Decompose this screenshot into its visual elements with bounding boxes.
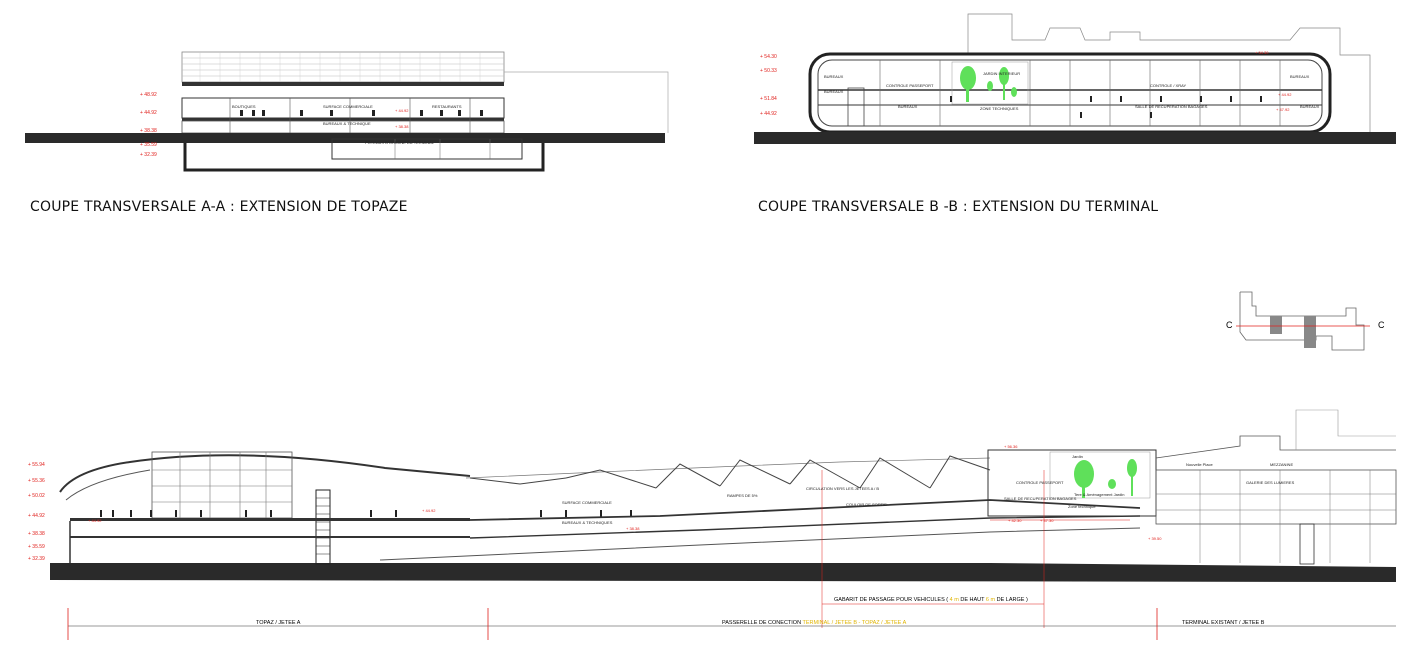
level-mark: + 47.92 xyxy=(1276,107,1290,112)
level-mark: + 44.92 xyxy=(88,518,102,523)
room-label: RESTAURANTS xyxy=(432,104,462,109)
section-bb-drawing xyxy=(754,13,1396,144)
room-label: CONTROLE PASSEPORT xyxy=(1016,480,1064,485)
gabarit-label: GABARIT DE PASSAGE POUR VEHICULES ( 4 m … xyxy=(834,597,1028,603)
caption-section-bb: COUPE TRANSVERSALE B -B : EXTENSION DU T… xyxy=(758,199,1159,215)
level-label: + 50.02 xyxy=(28,493,45,499)
level-label: + 51.84 xyxy=(760,96,777,102)
room-label: SALLE DE RECUPERATION BAGAGES xyxy=(1004,496,1077,501)
level-label: + 38.38 xyxy=(140,128,157,134)
room-label: BUREAUX xyxy=(824,74,844,79)
section-aa-drawing xyxy=(25,51,669,172)
segment-label-left: TOPAZ / JETEE A xyxy=(256,620,301,626)
key-label-right: C xyxy=(1378,320,1385,330)
room-label: SURFACE COMMERCIALE xyxy=(562,500,612,505)
room-label: BUREAUX xyxy=(898,104,918,109)
level-mark: + 38.38 xyxy=(626,526,640,531)
level-label: + 50.33 xyxy=(760,68,777,74)
room-label: SURFACE COMMERCIALE xyxy=(323,104,373,109)
level-label: + 54.30 xyxy=(760,54,777,60)
room-label: GALERIE DES LUMIERES xyxy=(1246,480,1295,485)
room-label: ZONE TECHNIQUES xyxy=(980,106,1019,111)
level-label: + 32.39 xyxy=(28,556,45,562)
room-label: BUREAUX xyxy=(1300,104,1320,109)
section-bb-labels: BUREAUX CONTROLE PASSEPORT JARDIN INTERI… xyxy=(824,50,1320,112)
level-mark: + 42.30 xyxy=(1008,518,1022,523)
segment-label-middle: PASSERELLE DE CONECTION TERMINAL / JETEE… xyxy=(722,620,907,626)
room-label: Nouvelle Place xyxy=(1186,462,1213,467)
room-label: BOUTIQUES xyxy=(232,104,256,109)
key-label-left: C xyxy=(1226,320,1233,330)
caption-section-aa: COUPE TRANSVERSALE A-A : EXTENSION DE TO… xyxy=(30,199,408,215)
room-label: SALLE DE RECUPERATION BAGAGES xyxy=(1135,104,1208,109)
level-label: + 55.94 xyxy=(28,462,45,468)
section-aa-levels: + 48.92 + 44.92 + 38.38 + 35.59 + 32.39 xyxy=(140,92,157,158)
section-bb-levels: + 54.30 + 50.33 + 51.84 + 44.92 xyxy=(760,54,777,117)
level-label: + 55.36 xyxy=(28,478,45,484)
key-plan: C C xyxy=(1226,291,1385,351)
level-label: + 38.38 xyxy=(28,531,45,537)
level-label: + 32.39 xyxy=(140,152,157,158)
level-mark: + 39.50 xyxy=(1148,536,1162,541)
room-label: Jardin xyxy=(1072,454,1083,459)
room-label: RAMPES DE 5% xyxy=(727,493,758,498)
room-label: JARDIN INTERIEUR xyxy=(983,71,1020,76)
level-label: + 35.59 xyxy=(28,544,45,550)
room-label: BUREAUX & TECHNIQUE xyxy=(323,121,371,126)
level-mark: + 47.30 xyxy=(1040,518,1054,523)
section-cc-levels: + 55.94 + 55.36 + 50.02 + 44.92 + 38.38 … xyxy=(28,462,45,562)
room-label: Zone technique xyxy=(1068,504,1096,509)
room-label: BUREAUX & TECHNIQUES xyxy=(562,520,613,525)
room-label: COULOIR DE SORTIE xyxy=(846,502,887,507)
room-label: CONTROLE / XRAY xyxy=(1150,83,1186,88)
level-label: + 44.92 xyxy=(28,513,45,519)
section-aa-labels: BOUTIQUES SURFACE COMMERCIALE RESTAURANT… xyxy=(232,104,462,145)
level-mark: + 44.92 xyxy=(395,108,409,113)
level-label: + 44.92 xyxy=(760,111,777,117)
level-mark: + 54.30 xyxy=(1255,50,1269,55)
level-label: + 48.92 xyxy=(140,92,157,98)
section-cc-labels: SURFACE COMMERCIALE RAMPES DE 5% CIRCULA… xyxy=(88,444,1295,541)
level-mark: + 56.36 xyxy=(1004,444,1018,449)
level-mark: + 38.38 xyxy=(395,124,409,129)
level-label: + 44.92 xyxy=(140,110,157,116)
room-label: Tere & Aménagement Jardin xyxy=(1074,492,1124,497)
room-label: MEZZANINE xyxy=(1270,462,1293,467)
level-mark: + 44.92 xyxy=(422,508,436,513)
room-label: CONTROLE PASSEPORT xyxy=(886,83,934,88)
room-label: POTEAUX D'ORIGINE DU TERMINAL xyxy=(365,140,435,145)
level-mark: + 44.92 xyxy=(1278,92,1292,97)
level-label: + 35.59 xyxy=(140,142,157,148)
segment-label-right: TERMINAL EXISTANT / JETEE B xyxy=(1182,620,1265,626)
section-cc-drawing xyxy=(50,409,1397,640)
room-label: BUREAUX xyxy=(824,89,844,94)
room-label: BUREAUX xyxy=(1290,74,1310,79)
room-label: CIRCULATION VERS LES JETEES A / B xyxy=(806,486,879,491)
